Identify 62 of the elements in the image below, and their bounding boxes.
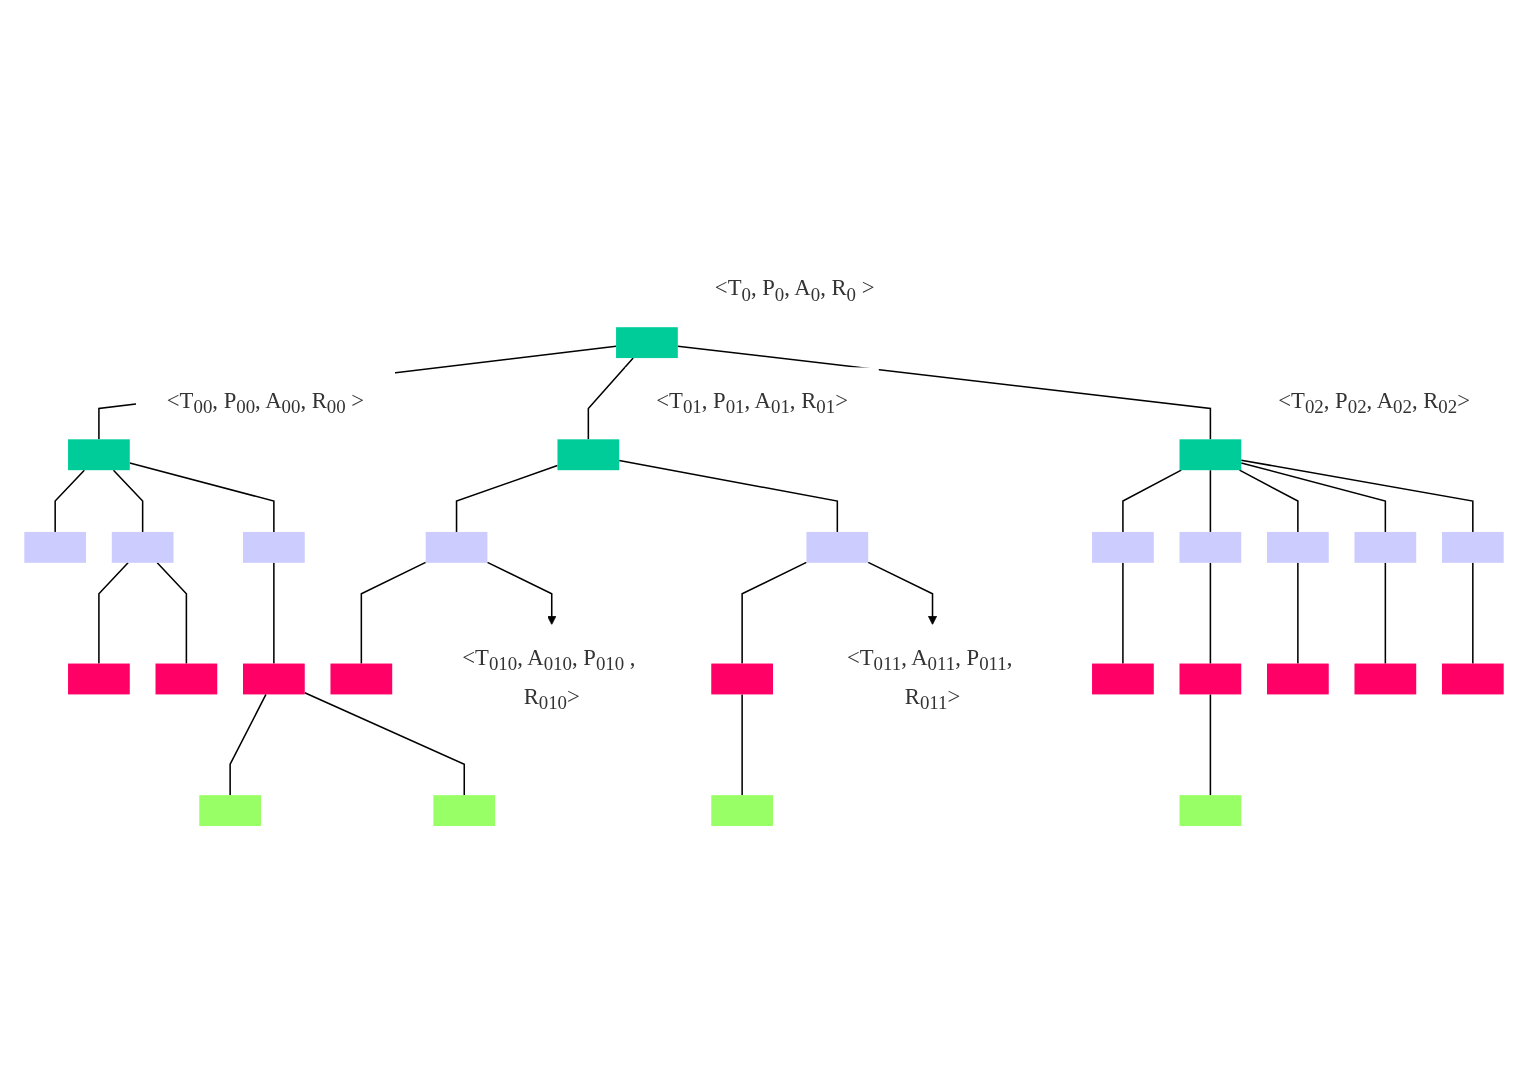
node-box [1179, 531, 1242, 563]
connector [1238, 469, 1299, 533]
connector [618, 459, 839, 533]
node-box [425, 531, 488, 563]
connector [1209, 561, 1212, 665]
connector [1240, 462, 1387, 533]
node-text: <T$_{010}$, A$_{010}$, P$_{010}$ , R$_{010}$> [462, 643, 636, 714]
arrow [486, 561, 557, 625]
connector [587, 357, 634, 440]
connector [273, 561, 275, 665]
node-box [24, 531, 87, 563]
node-box [243, 531, 305, 563]
connector [1240, 459, 1474, 533]
node-box [1267, 663, 1329, 695]
node-label: <T$_{0}$, P$_{0}$, A$_{0}$, R$_{0}$ > [714, 274, 875, 305]
node-box [111, 531, 174, 563]
node-box [1441, 531, 1504, 563]
connector [360, 561, 427, 665]
node-box [1092, 663, 1154, 695]
node-box [1441, 663, 1504, 695]
connector [1384, 561, 1387, 665]
connector [129, 462, 275, 533]
node-box [711, 795, 773, 826]
node-box [330, 663, 393, 695]
node-box [243, 663, 305, 695]
connector [677, 345, 1212, 440]
connector [1122, 561, 1124, 665]
node-label: <T$_{02}$, P$_{02}$, A$_{02}$, R$_{02}$> [1278, 386, 1470, 418]
node-box [68, 663, 130, 695]
connector [303, 691, 466, 796]
connector [54, 469, 86, 533]
node-text: <T$_{011}$, A$_{011}$, P$_{011}$, R$_{011}$> [846, 643, 1013, 714]
node-box [1179, 795, 1242, 826]
node-box [1179, 663, 1242, 695]
connector [1209, 693, 1212, 796]
node-box [199, 795, 261, 826]
node-box [557, 439, 620, 471]
connector [112, 469, 144, 533]
connector [1297, 561, 1299, 665]
node-box [1354, 663, 1417, 695]
node-box [711, 663, 773, 695]
node-box [1092, 531, 1154, 563]
node-box [1354, 531, 1417, 563]
connector [741, 561, 808, 665]
node-box [1179, 439, 1242, 471]
node-label: <T$_{01}$, P$_{01}$, A$_{01}$, R$_{01}$> [656, 386, 848, 418]
node-box [155, 663, 218, 695]
connector [229, 693, 267, 796]
node-box [1267, 531, 1329, 563]
node-label: <T$_{00}$, P$_{00}$, A$_{00}$, R$_{00}$ > [166, 386, 365, 418]
node-box [806, 531, 869, 563]
connector [156, 561, 188, 665]
node-box [616, 327, 678, 358]
connector [741, 693, 743, 796]
node-box [68, 439, 130, 471]
arrow [867, 561, 938, 625]
connector [1472, 561, 1474, 665]
connector [1209, 469, 1212, 533]
node-box [433, 795, 496, 826]
connector [98, 561, 129, 665]
connector [1122, 469, 1182, 533]
connector [455, 464, 559, 533]
